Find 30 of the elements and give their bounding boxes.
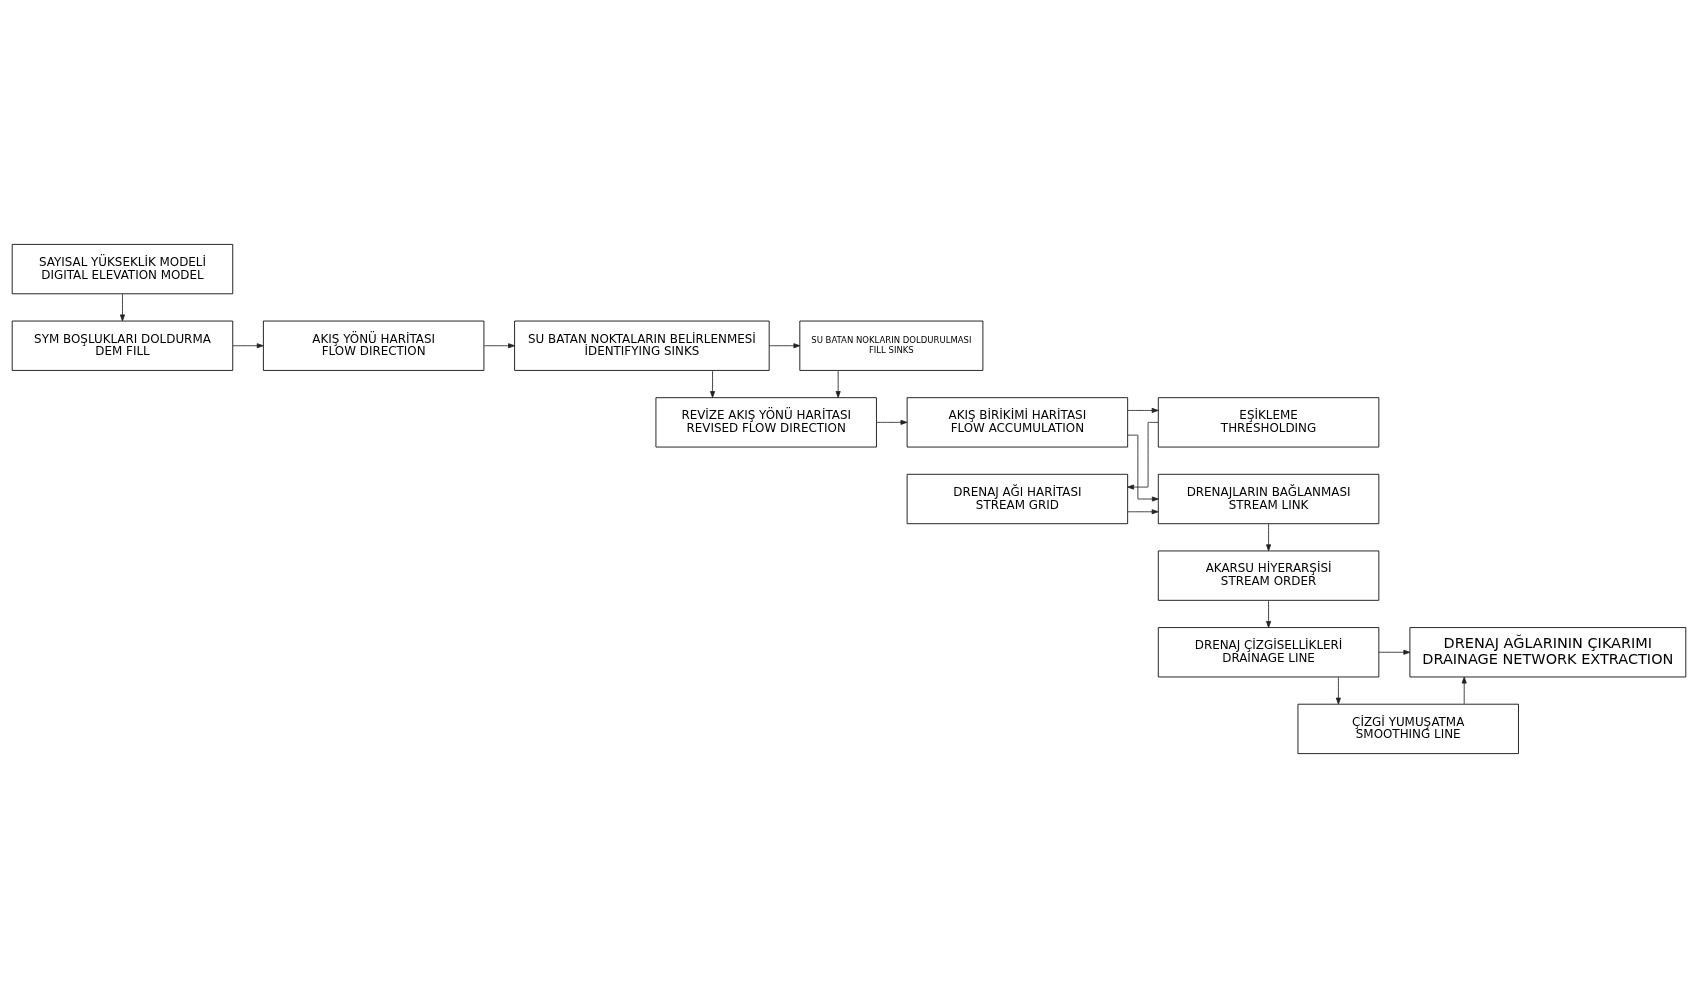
arrow xyxy=(232,342,264,348)
arrow xyxy=(1461,676,1467,704)
node-box: AKARSU HİYERARŞİSİ STREAM ORDER xyxy=(1157,550,1380,601)
node-box: SU BATAN NOKLARIN DOLDURULMASI FILL SINKS xyxy=(799,320,984,371)
arrow xyxy=(1335,676,1341,704)
node-box: DRENAJ AĞI HARİTASI STREAM GRID xyxy=(906,473,1129,524)
node-box: DRENAJ ÇİZGİSELLİKLERİ DRAINAGE LINE xyxy=(1157,626,1380,677)
arrow xyxy=(876,419,908,425)
arrow xyxy=(710,369,716,398)
node-box: ÇİZGİ YUMUŞATMA SMOOTHING LINE xyxy=(1297,703,1519,754)
node-box: SAYISAL YÜKSEKLİK MODELİ DIGITAL ELEVATION MODEL xyxy=(11,243,234,294)
node-box: EŞİKLEME THRESHOLDING xyxy=(1157,396,1380,447)
arrow xyxy=(483,342,515,348)
node-box: DRENAJ AĞLARININ ÇIKARIMI DRAINAGE NETWORK EXTRACTION xyxy=(1409,626,1687,677)
node-box: DRENAJLARIN BAĞLANMASI STREAM LINK xyxy=(1157,473,1380,524)
arrow xyxy=(1127,508,1159,514)
arrow xyxy=(1127,407,1159,413)
node-box: REVİZE AKIŞ YÖNÜ HARİTASI REVISED FLOW DIRECTION xyxy=(655,396,877,447)
node-box: AKIŞ BİRİKİMİ HARİTASI FLOW ACCUMULATION xyxy=(906,396,1129,447)
arrow xyxy=(1127,421,1159,490)
arrow xyxy=(1378,649,1411,655)
node-box: AKIŞ YÖNÜ HARİTASI FLOW DIRECTION xyxy=(262,320,485,371)
arrow xyxy=(835,369,841,398)
node-box: SU BATAN NOKTALARIN BELİRLENMESİ İDENTIFYING SINKS xyxy=(514,320,770,371)
arrow xyxy=(1266,599,1272,628)
node-box: SYM BOŞLUKLARI DOLDURMA DEM FILL xyxy=(11,320,234,371)
arrow xyxy=(1127,434,1159,501)
arrow xyxy=(768,342,801,348)
arrow xyxy=(1266,523,1272,551)
arrow xyxy=(119,293,125,321)
